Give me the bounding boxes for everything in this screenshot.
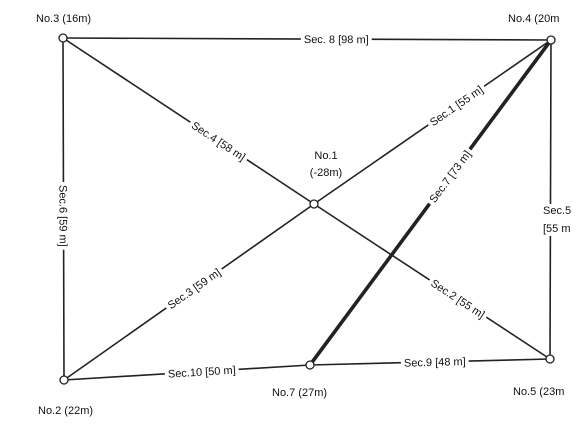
edge-label-group-e1: Sec.1 [55 m] <box>424 81 489 132</box>
node-n1 <box>309 199 319 209</box>
node-n4 <box>546 35 556 45</box>
node-label-n4: No.4 (20m <box>508 13 559 25</box>
edge-label-bg-e2 <box>425 274 490 324</box>
edge-e4 <box>62 37 315 205</box>
node-label-n2: No.2 (22m) <box>38 405 93 417</box>
edge-label-bg-e1 <box>424 81 489 132</box>
edge-label-e7: Sec.7 [73 m] <box>427 149 473 206</box>
edge-label-e9: Sec.9 [48 m] <box>404 356 466 370</box>
edge-label-e8: Sec. 8 [98 m] <box>304 34 369 46</box>
edge-label-group-e6: Sec.6 [59 m] <box>55 181 70 250</box>
edge-label-group-e2: Sec.2 [55 m] <box>425 274 490 324</box>
edge-label-e1: Sec.1 [55 m] <box>428 84 486 129</box>
edge-e5 <box>549 39 552 360</box>
edge-label-bg-e6 <box>55 181 70 250</box>
node-label2-n1: (-28m) <box>310 167 342 179</box>
node-label-n3: No.3 (16m) <box>36 13 91 25</box>
edge-label-group-e8: Sec. 8 [98 m] <box>300 32 372 48</box>
edge-label-group-e4: Sec.4 [58 m] <box>185 117 251 167</box>
edge-label-bg-e7 <box>424 145 477 209</box>
edge-label-bg-e3 <box>162 264 227 315</box>
edge-label-e6: Sec.6 [59 m] <box>56 185 68 247</box>
edge-label-e5: Sec.5 <box>543 205 571 217</box>
edge-label-bg-e8 <box>300 32 372 48</box>
edge-label-e4: Sec.4 [58 m] <box>189 120 247 164</box>
edge-label-bg-e10 <box>164 363 240 382</box>
edge-label-group-e5: Sec.5 [55 m <box>540 204 575 236</box>
node-n3 <box>58 33 68 43</box>
edge-label2-e5: [55 m <box>543 223 571 235</box>
node-label-n5: No.5 (23m <box>513 386 564 398</box>
node-n5 <box>545 354 555 364</box>
edge-label-e3: Sec.3 [59 m] <box>166 267 223 312</box>
node-n2 <box>59 375 69 385</box>
edge-label-group-e9: Sec.9 [48 m] <box>400 355 469 371</box>
edge-label-bg-e9 <box>400 355 469 371</box>
edge-label-bg-e4 <box>185 117 251 167</box>
edge-label-bg-e5 <box>540 204 575 236</box>
edge-label-group-e10: Sec.10 [50 m] <box>164 363 240 382</box>
edge-label-group-e3: Sec.3 [59 m] <box>162 264 227 315</box>
edge-label-e2: Sec.2 [55 m] <box>428 277 486 321</box>
node-label-n1: No.1 <box>314 150 337 162</box>
node-n7 <box>305 360 315 370</box>
edge-label-group-e7: Sec.7 [73 m] <box>424 145 477 209</box>
node-label-n7: No.7 (27m) <box>272 387 327 399</box>
edge-label-e10: Sec.10 [50 m] <box>168 365 236 381</box>
